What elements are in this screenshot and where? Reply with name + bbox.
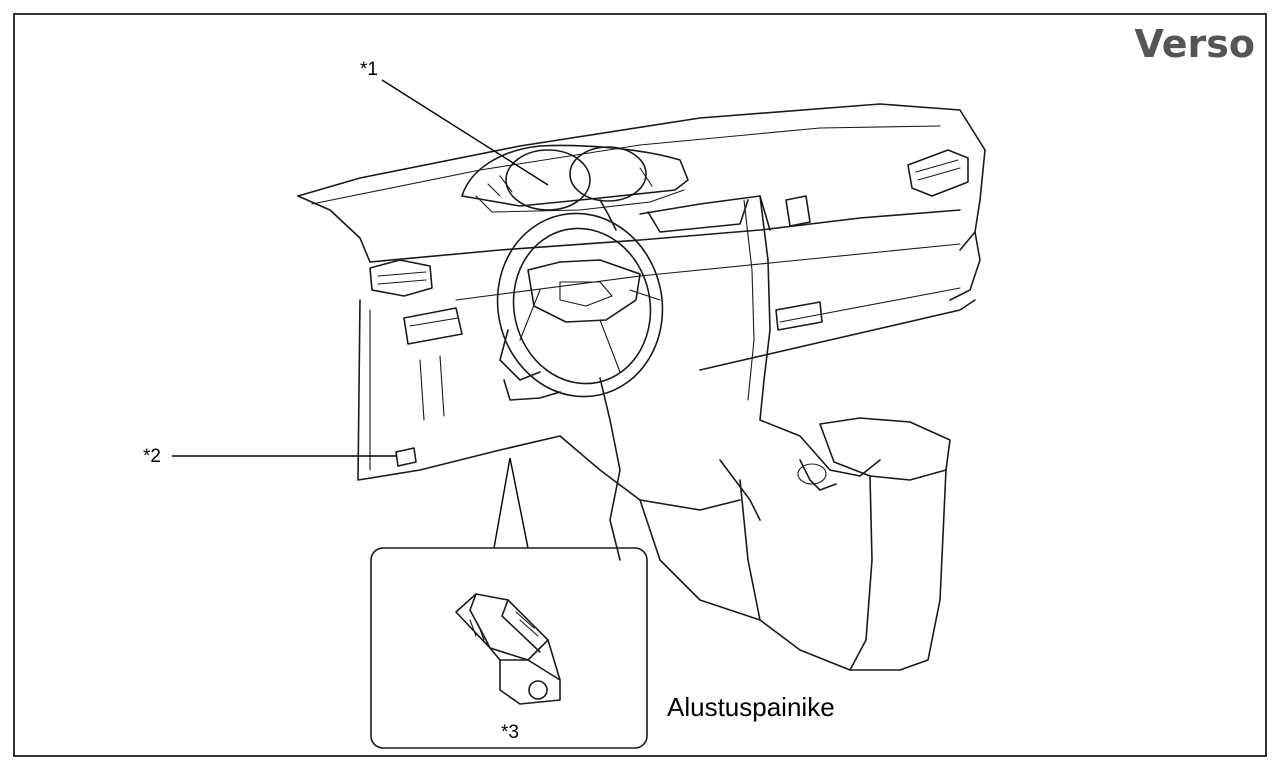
detail-inset: *3 xyxy=(370,547,648,749)
brand-label: Verso xyxy=(1134,22,1255,66)
svg-text:*2: *2 xyxy=(143,446,161,467)
reset-switch-illustration xyxy=(455,593,561,705)
callout-2: *2 xyxy=(143,446,396,467)
center-console xyxy=(639,417,951,671)
dashboard-illustration xyxy=(297,103,986,671)
svg-text:*3: *3 xyxy=(501,722,519,743)
callout-1: *1 xyxy=(360,59,549,186)
reset-switch-caption: Alustuspainike xyxy=(667,692,835,722)
svg-text:*1: *1 xyxy=(360,59,378,80)
detail-leader xyxy=(493,457,529,549)
steering-wheel xyxy=(496,199,664,398)
instrument-cluster xyxy=(461,144,689,213)
diagram-frame xyxy=(13,13,1267,757)
